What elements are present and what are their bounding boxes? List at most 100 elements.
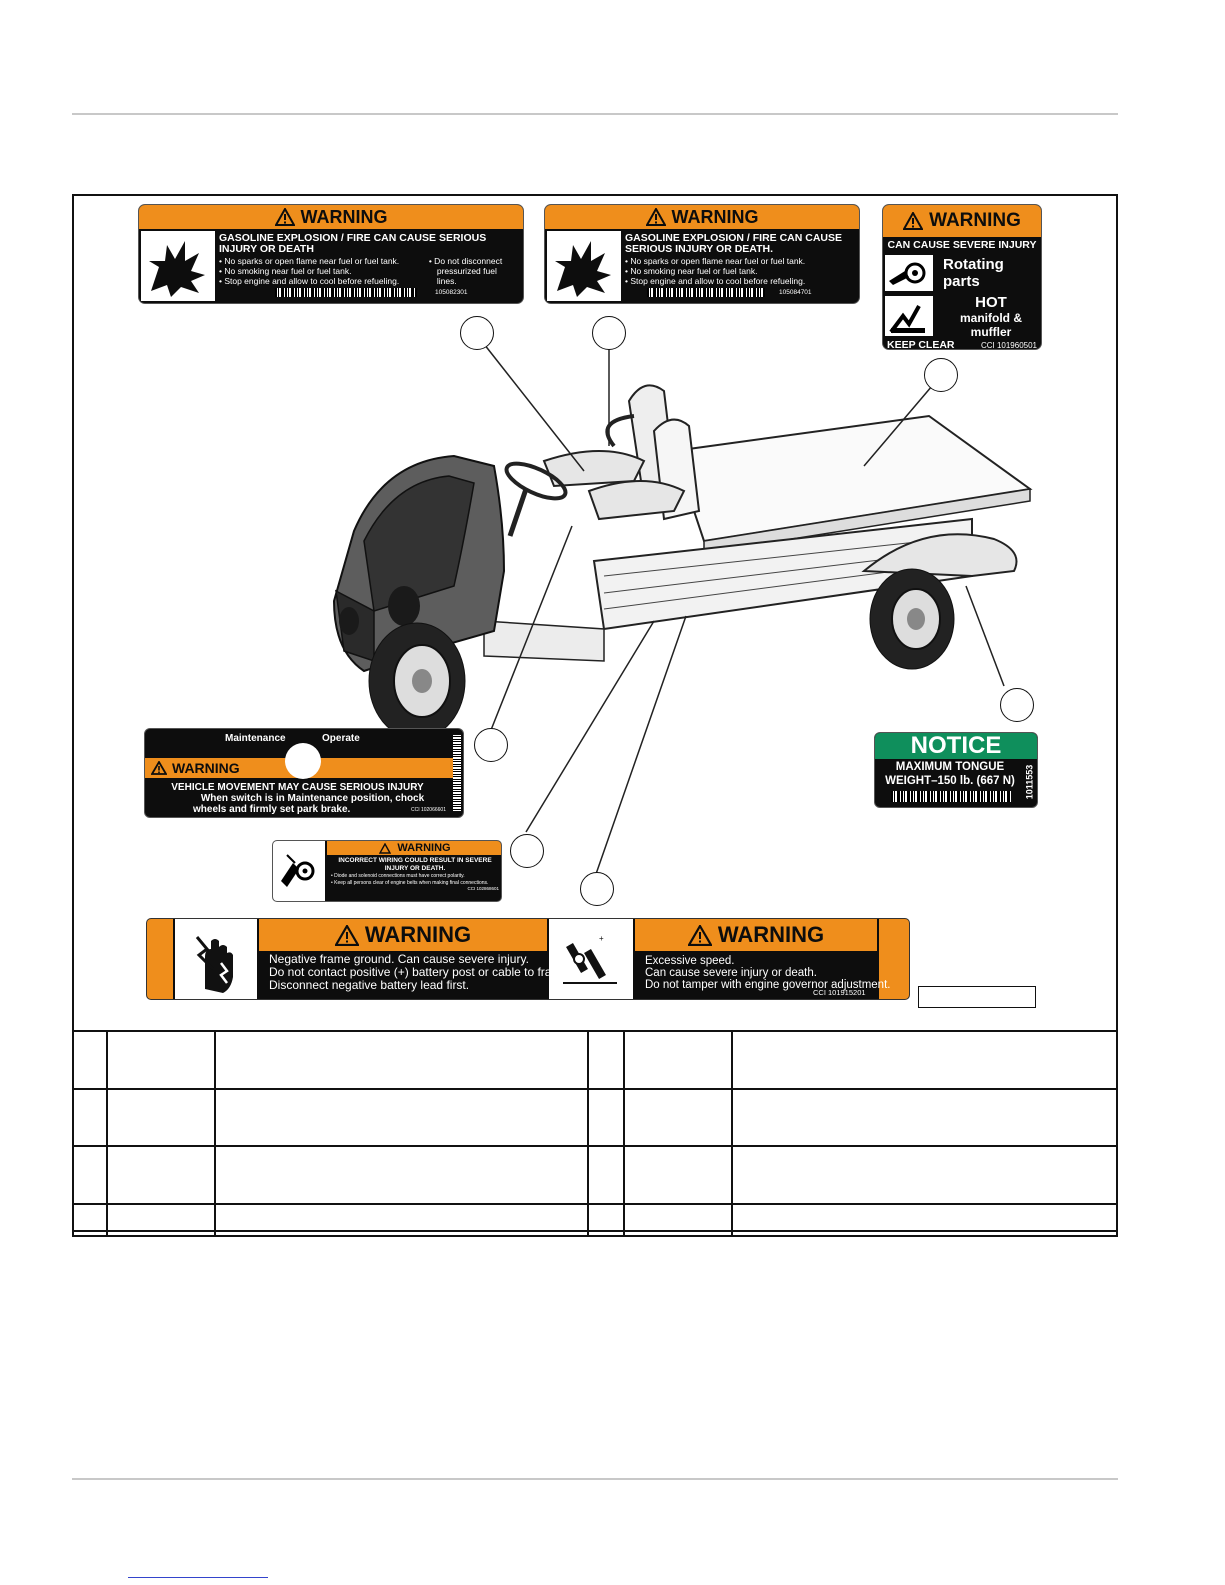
decal-header: WARNING: [139, 205, 523, 229]
decal-header-text: WARNING: [671, 206, 759, 227]
decal-part-number: CCI 102868601: [467, 886, 499, 891]
decal-line: Can cause severe injury or death.: [645, 967, 817, 979]
decal-header-text: WARNING: [172, 760, 240, 776]
decal-tongue-weight-notice: NOTICE MAXIMUM TONGUE WEIGHT–150 lb. (66…: [874, 732, 1038, 808]
callout-circle: [474, 728, 508, 762]
decal-line: MAXIMUM TONGUE: [895, 761, 1005, 773]
decal-part-number: CCI 101960501: [980, 340, 1037, 350]
decal-header-text: WARNING: [364, 922, 472, 947]
table-cell: [72, 1145, 108, 1205]
decal-line: • No sparks or open flame near fuel or f…: [625, 256, 806, 266]
table-cell: [213, 1088, 589, 1147]
explosion-icon: [141, 231, 215, 301]
table-row: [72, 1145, 1119, 1205]
callout-leader-lines: [483, 343, 1005, 875]
warning-triangle-icon: [334, 924, 359, 946]
figure-number-box: [918, 986, 1036, 1008]
decal-subtitle: CAN CAUSE SEVERE INJURY: [887, 239, 1037, 251]
decal-row-text: manifold & muffler: [960, 310, 1022, 339]
rotating-parts-icon: [885, 255, 933, 291]
footer-link-underline[interactable]: [128, 1577, 268, 1578]
hot-surface-icon: [885, 296, 933, 336]
decal-gasoline-warning-2: WARNING GASOLINE EXPLOSION / FIRE CAN CA…: [544, 204, 860, 304]
table-cell: [213, 1145, 589, 1205]
table-cell: [622, 1203, 733, 1237]
decal-line: • Do not disconnect: [428, 256, 503, 266]
safety-decal-figure: WARNING GASOLINE EXPLOSION / FIRE CAN CA…: [72, 194, 1118, 1232]
table-cell: [622, 1145, 733, 1205]
decal-line: wheels and firmly set park brake.: [193, 804, 351, 815]
table-cell: [730, 1145, 1119, 1205]
decal-title: INCORRECT WIRING COULD RESULT IN SEVERE …: [338, 857, 492, 872]
table-cell: [622, 1030, 733, 1090]
decal-header: WARNING: [545, 205, 859, 229]
governor-icon: +: [549, 919, 633, 999]
decal-line: • No smoking near fuel or fuel tank.: [625, 266, 758, 276]
barcode: [453, 735, 461, 811]
decal-header: WARNING: [259, 919, 547, 951]
table-cell: [730, 1203, 1119, 1237]
decal-title: GASOLINE EXPLOSION / FIRE CAN CAUSE SERI…: [219, 232, 487, 255]
key-switch-hole: [285, 743, 321, 779]
table-cell: [72, 1203, 108, 1237]
decal-row-text: Rotating parts: [943, 256, 1004, 290]
decal-line: Excessive speed.: [645, 955, 735, 967]
table-row: [72, 1203, 1119, 1237]
footer-rule: [72, 1478, 1118, 1480]
decal-part-number: 1011553: [1024, 764, 1035, 800]
decal-part-number: 105082301: [435, 289, 468, 296]
decal-header-text: WARNING: [300, 206, 388, 227]
callout-circle: [510, 834, 544, 868]
table-cell: [586, 1145, 625, 1205]
decal-line: pressurized fuel lines.: [436, 266, 497, 286]
decal-header-text: NOTICE: [875, 733, 1037, 759]
decal-line: Negative frame ground. Can cause severe …: [269, 952, 529, 966]
table-cell: [622, 1088, 733, 1147]
decal-header-text: WARNING: [397, 842, 451, 854]
callout-circle: [924, 358, 958, 392]
decal-line: • Keep all persons clear of engine belts…: [331, 879, 489, 886]
decal-line: When switch is in Maintenance position, …: [200, 793, 425, 804]
table-cell: [72, 1088, 108, 1147]
decal-header-text: WARNING: [717, 922, 825, 947]
decal-key-table: [72, 1030, 1119, 1237]
barcode: [647, 288, 765, 297]
callout-circle: [580, 872, 614, 906]
callout-circle: [592, 316, 626, 350]
decal-line: • No sparks or open flame near fuel or f…: [219, 256, 400, 266]
decal-gasoline-warning-1: WARNING GASOLINE EXPLOSION / FIRE CAN CA…: [138, 204, 524, 304]
header-rule: [72, 113, 1118, 115]
svg-text:+: +: [599, 934, 604, 943]
decal-line: • Diode and solenoid connections must ha…: [331, 873, 465, 879]
decal-line: WEIGHT–150 lb. (667 N): [885, 775, 1015, 787]
decal-maintenance-switch-warning: Maintenance Operate WARNING VEHICLE MOVE…: [144, 728, 464, 818]
decal-part-number: 105084701: [779, 289, 812, 296]
decal-line: Do not contact positive (+) battery post…: [269, 965, 572, 979]
warning-triangle-icon: [151, 761, 167, 775]
warning-triangle-icon: [379, 842, 392, 854]
table-cell: [72, 1030, 108, 1090]
decal-header: WARNING: [635, 919, 877, 951]
decal-title: GASOLINE EXPLOSION / FIRE CAN CAUSE SERI…: [625, 232, 843, 255]
warning-triangle-icon: [645, 208, 666, 226]
table-cell: [105, 1030, 216, 1090]
decal-part-number: CCI 102066601: [410, 806, 446, 813]
decal-footer: KEEP CLEAR: [887, 339, 955, 350]
table-cell: [105, 1203, 216, 1237]
table-row: [72, 1030, 1119, 1090]
utility-vehicle-illustration: [332, 384, 1033, 740]
decal-header: WARNING: [327, 841, 501, 855]
switch-label-maintenance: Maintenance: [225, 733, 286, 744]
switch-label-operate: Operate: [322, 733, 360, 744]
decal-row-text: HOT: [975, 293, 1007, 311]
table-cell: [105, 1088, 216, 1147]
decal-line: Disconnect negative battery lead first.: [269, 978, 470, 992]
table-cell: [213, 1203, 589, 1237]
table-cell: [586, 1088, 625, 1147]
decal-battery-governor-strip: WARNING Negative frame ground. Can cause…: [146, 918, 910, 1000]
callout-circle: [460, 316, 494, 350]
table-cell: [213, 1030, 589, 1090]
decal-line: • Stop engine and allow to cool before r…: [625, 276, 806, 286]
table-cell: [730, 1088, 1119, 1147]
electric-shock-icon: [175, 919, 257, 999]
